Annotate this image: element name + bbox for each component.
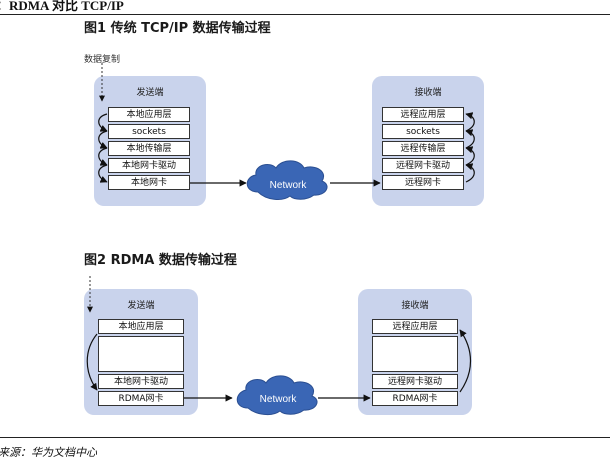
fig1-sender-layer-driver: 本地网卡驱动: [108, 158, 190, 173]
fig1-receiver-layer-app: 远程应用层: [382, 107, 464, 122]
fig2-sender-layer-driver: 本地网卡驱动: [98, 374, 184, 389]
fig1-receiver-layer-sockets: sockets: [382, 124, 464, 139]
fig1-receiver-layer-nic: 远程网卡: [382, 175, 464, 190]
fig2-receiver-panel: 接收端 远程应用层 远程网卡驱动 RDMA网卡: [358, 289, 472, 415]
fig1-sender-copy-arrow-2: [98, 130, 108, 149]
fig1-receiver-panel: 接收端 远程应用层 sockets 远程传输层 远程网卡驱动 远程网卡: [372, 76, 484, 206]
fig1-receiver-copy-arrow-2: [465, 146, 475, 166]
fig1-copy-label: 数据复制: [84, 55, 121, 65]
fig2-receiver-layer-driver: 远程网卡驱动: [372, 374, 458, 389]
fig1-receiver-layer-transport: 远程传输层: [382, 141, 464, 156]
fig1-network-label: Network: [270, 180, 308, 191]
fig2-sender-layer-app: 本地应用层: [98, 319, 184, 334]
fig1-sender-copy-arrow-4: [98, 164, 108, 183]
fig1-sender-layer-sockets: sockets: [108, 124, 190, 139]
fig2-receiver-title: 接收端: [401, 301, 429, 311]
fig1-receiver-copy-arrow-4: [465, 112, 475, 132]
fig1-receiver-copy-arrow-1: [465, 163, 475, 183]
fig1-title: 图1 传统 TCP/IP 数据传输过程: [84, 21, 271, 36]
fig1-receiver-title: 接收端: [414, 88, 442, 98]
fig1-sender-copy-arrow-3: [98, 147, 108, 166]
fig2-title: 图2 RDMA 数据传输过程: [84, 253, 237, 268]
fig2-sender-layer-empty: [98, 336, 184, 372]
fig1-sender-copy-arrow-1: [98, 113, 108, 132]
fig1-sender-layer-nic: 本地网卡: [108, 175, 190, 190]
page-header-title: ：RDMA 对比 TCP/IP: [0, 0, 124, 13]
fig2-receiver-layer-nic: RDMA网卡: [372, 391, 458, 406]
fig1-sender-layer-transport: 本地传输层: [108, 141, 190, 156]
fig1-receiver-layer-driver: 远程网卡驱动: [382, 158, 464, 173]
fig2-sender-layer-nic: RDMA网卡: [98, 391, 184, 406]
fig2-sender-panel: 发送端 本地应用层 本地网卡驱动 RDMA网卡: [84, 289, 198, 415]
fig2-sender-title: 发送端: [127, 301, 155, 311]
fig1-sender-title: 发送端: [136, 88, 164, 98]
fig2-receiver-bypass-arrow: [459, 329, 471, 393]
fig1-sender-layer-app: 本地应用层: [108, 107, 190, 122]
fig2-receiver-layer-app: 远程应用层: [372, 319, 458, 334]
fig2-sender-bypass-arrow: [86, 333, 98, 391]
fig1-network-cloud: Network: [246, 160, 328, 200]
fig2-network-label: Network: [260, 394, 298, 405]
fig2-network-cloud: Network: [236, 375, 318, 416]
header-divider: [0, 14, 610, 15]
fig1-receiver-copy-arrow-3: [465, 129, 475, 149]
footer-divider: [0, 437, 610, 438]
fig1-sender-panel: 发送端 本地应用层 sockets 本地传输层 本地网卡驱动 本地网卡: [94, 76, 206, 206]
fig2-receiver-layer-empty: [372, 336, 458, 372]
source-note: 来源：华为文档中心: [0, 446, 97, 459]
